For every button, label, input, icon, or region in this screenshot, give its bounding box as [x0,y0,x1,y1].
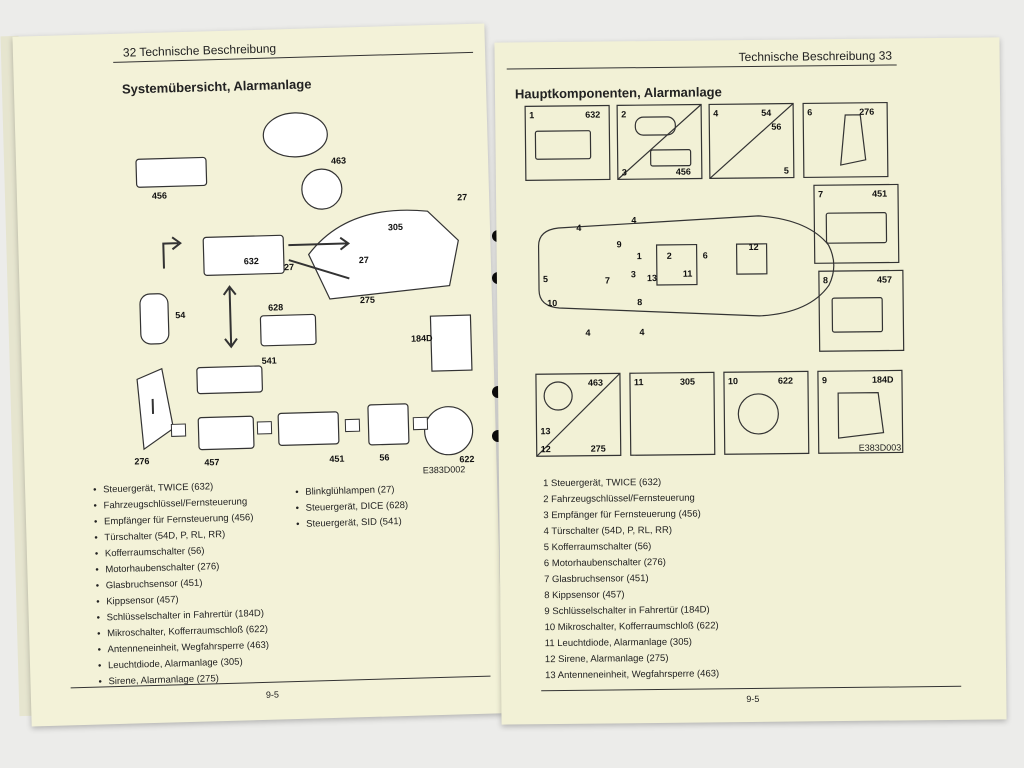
right-page-header: Technische Beschreibung 33 [738,48,893,65]
panel-label: 3 [622,167,627,177]
panel-label: 305 [680,377,695,387]
list-item: 8 Kippsensor (457) [544,589,625,602]
right-page: Technische Beschreibung 33 Hauptkomponen… [494,37,1007,725]
header-rule [506,64,897,70]
panel-label: 1 [529,110,534,120]
panel-label: 9 [822,375,827,385]
list-item: Sirene, Alarmanlage (275) [98,670,270,691]
left-page-number: 9-5 [265,689,280,700]
panel-label: 4 [713,108,718,118]
left-section-title: Systemübersicht, Alarmanlage [121,76,312,97]
right-figure-code: E383D003 [858,442,902,453]
list-item: 3 Empfänger für Fernsteuerung (456) [543,508,701,522]
panel-label: 2 [621,109,626,119]
car-position-labels: 4 4 9 1 2 6 12 7 3 13 11 5 10 8 4 4 [543,215,759,338]
list-item: 11 Leuchtdiode, Alarmanlage (305) [544,636,692,650]
car-label: 9 [617,239,622,249]
panel-label: 456 [676,167,691,177]
car-label: 4 [585,328,590,338]
list-item: 13 Antenneneinheit, Wegfahrsperre (463) [545,668,720,682]
right-page-number: 9-5 [746,693,760,705]
system-overview-diagram: 456 463 27 305 632 27 27 275 54 628 541 … [134,112,475,468]
left-components-list-2: Blinkglühlampen (27) Steuergerät, DICE (… [295,482,409,533]
car-label: 10 [547,298,557,308]
panel-label: 5 [784,166,789,176]
panel-label: 451 [872,189,887,199]
panel-label: 56 [771,122,781,132]
car-label: 3 [631,269,636,279]
car-label: 12 [749,242,759,252]
panel-label: 13 [540,426,550,436]
diagram-label: 54 [175,310,185,320]
list-item: 2 Fahrzeugschlüssel/Fernsteuerung [543,492,695,506]
panel-label: 12 [541,444,551,454]
footer-rule [541,685,962,692]
diagram-label: 456 [152,190,167,200]
list-item: 10 Mikroschalter, Kofferraumschloß (622) [544,620,719,634]
diagram-label: 27 [359,255,369,265]
car-label: 4 [639,327,644,337]
diagram-label: 27 [284,262,294,272]
panel-label: 632 [585,110,600,120]
diagram-label: 275 [360,295,375,305]
diagram-label: 56 [379,452,389,462]
car-label: 1 [637,251,642,261]
left-page-header: 32 Technische Beschreibung [122,41,277,60]
list-item: 5 Kofferraumschalter (56) [543,541,652,554]
panel-label: 54 [761,108,771,118]
car-label: 5 [543,274,548,284]
left-figure-code: E383D002 [422,464,466,476]
diagram-label: 305 [388,222,403,232]
list-item: 6 Motorhaubenschalter (276) [543,556,666,570]
panel-labels: 1 632 2 3 456 4 54 56 5 6 276 7 451 8 45… [529,107,894,455]
panel-label: 276 [859,107,874,117]
list-item: 7 Glasbruchsensor (451) [544,573,649,586]
diagram-label: 632 [244,256,259,266]
panel-label: 8 [823,275,828,285]
diagram-label: 451 [329,454,344,464]
list-item: 12 Sirene, Alarmanlage (275) [544,652,669,666]
main-components-diagram: 1 632 2 3 456 4 54 56 5 6 276 7 451 8 45… [524,101,905,457]
diagram-label: 463 [331,155,346,165]
list-item: Steuergerät, SID (541) [296,514,409,533]
panel-label: 10 [728,376,738,386]
car-label: 6 [703,250,708,260]
panel-label: 275 [591,444,606,454]
diagram-label: 27 [457,192,467,202]
right-components-list: 1 Steuergerät, TWICE (632) 2 Fahrzeugsch… [533,474,719,684]
diagram-label: 457 [204,457,219,467]
panel-label: 463 [588,378,603,388]
diagram-label: 628 [268,302,283,312]
diagram-label: 541 [261,355,276,365]
left-page: 32 Technische Beschreibung Systemübersic… [12,23,504,727]
car-label: 4 [631,215,636,225]
panel-label: 6 [807,107,812,117]
panel-label: 7 [818,189,823,199]
diagram-label: 622 [459,454,474,464]
list-item: 1 Steuergerät, TWICE (632) [543,476,662,490]
diagram-label: 184D [411,333,433,344]
diagram-labels: 456 463 27 305 632 27 27 275 54 628 541 … [134,155,474,467]
car-label: 11 [683,269,693,279]
panel-label: 11 [634,377,644,387]
panel-label: 457 [877,275,892,285]
car-label: 8 [637,297,642,307]
car-label: 4 [576,223,581,233]
diagram-label: 276 [134,456,149,466]
right-section-title: Hauptkomponenten, Alarmanlage [514,84,722,102]
car-label: 2 [667,251,672,261]
panel-label: 622 [778,376,793,386]
left-components-list: Steuergerät, TWICE (632) Fahrzeugschlüss… [93,478,270,691]
car-label: 7 [605,275,610,285]
panel-label: 184D [872,374,894,384]
car-label: 13 [647,273,657,283]
list-item: 9 Schlüsselschalter in Fahrertür (184D) [544,604,710,618]
list-item: 4 Türschalter (54D, P, RL, RR) [543,524,673,538]
